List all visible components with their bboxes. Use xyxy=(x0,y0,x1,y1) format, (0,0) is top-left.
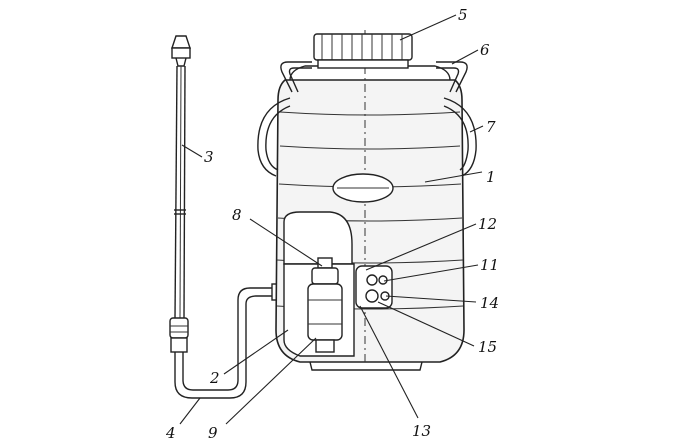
pump-cylinder xyxy=(307,257,343,353)
filler-cap xyxy=(313,33,413,69)
handles xyxy=(280,61,468,93)
callout-3: 3 xyxy=(204,148,214,166)
leader-lines xyxy=(179,14,484,425)
callout-12: 12 xyxy=(478,215,497,233)
callout-1: 1 xyxy=(486,168,496,186)
callout-7: 7 xyxy=(486,118,496,136)
callout-13: 13 xyxy=(412,422,431,440)
shoulder-straps xyxy=(257,97,477,177)
spray-lance xyxy=(169,35,191,353)
callout-5: 5 xyxy=(458,6,468,24)
callout-15: 15 xyxy=(478,338,497,356)
callout-2: 2 xyxy=(209,369,220,387)
callout-14: 14 xyxy=(480,294,499,312)
hose xyxy=(174,283,285,399)
callout-4: 4 xyxy=(165,424,176,442)
control-panel xyxy=(355,265,393,309)
callout-labels: 1 2 3 4 5 6 7 8 9 11 12 13 14 15 xyxy=(165,6,499,442)
callout-8: 8 xyxy=(232,206,242,224)
callout-9: 9 xyxy=(208,424,218,442)
callout-11: 11 xyxy=(480,256,499,274)
callout-6: 6 xyxy=(480,41,490,59)
